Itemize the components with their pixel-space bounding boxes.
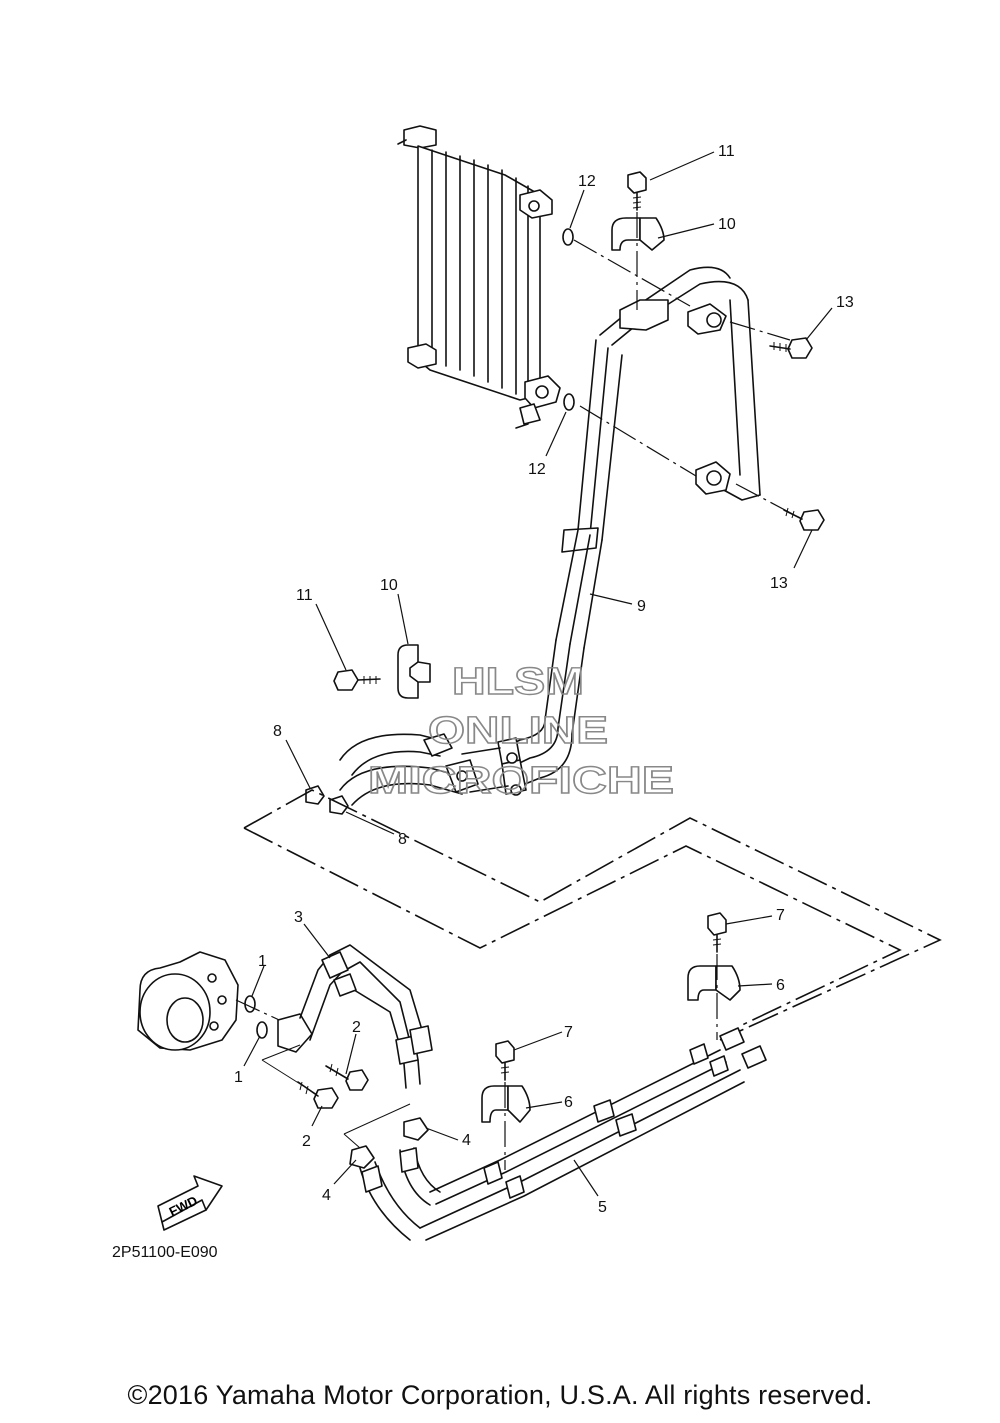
alignment-line xyxy=(579,405,697,477)
oil-cooler xyxy=(397,125,561,429)
part-labels: 12 11 10 13 12 13 9 11 10 8 8 3 7 1 6 2 xyxy=(234,143,854,1216)
hose-clamp xyxy=(349,1145,375,1169)
oil-hose-upper xyxy=(339,733,509,806)
bolt xyxy=(707,912,727,953)
o-ring xyxy=(562,228,574,246)
part-label-7: 7 xyxy=(564,1024,573,1041)
part-label-12: 12 xyxy=(578,173,596,190)
clamp xyxy=(687,965,741,1001)
clamp xyxy=(611,217,665,251)
part-label-5: 5 xyxy=(598,1199,607,1216)
alignment-line xyxy=(261,1059,317,1095)
watermark-line-2: ONLINE xyxy=(428,710,608,752)
o-ring xyxy=(244,995,256,1013)
part-label-11: 11 xyxy=(296,587,313,604)
part-label-2: 2 xyxy=(302,1133,311,1150)
bolt xyxy=(783,507,825,531)
part-label-4: 4 xyxy=(322,1187,331,1204)
connector-frame xyxy=(243,789,942,1041)
o-ring xyxy=(563,393,575,411)
hose-clamp xyxy=(403,1117,429,1141)
alignment-line xyxy=(343,1133,361,1149)
diagram-code: 2P51100-E090 xyxy=(112,1244,218,1261)
bolt xyxy=(627,171,647,211)
oil-pipe-front xyxy=(277,944,433,1089)
part-label-9: 9 xyxy=(637,598,646,615)
part-label-6: 6 xyxy=(776,977,785,994)
watermark: HLSM ONLINE MICROFICHE xyxy=(367,660,674,802)
forward-direction-arrow: FWD xyxy=(157,1175,223,1231)
part-label-1: 1 xyxy=(234,1069,243,1086)
oil-cooler-pipe xyxy=(497,266,761,796)
bolt xyxy=(325,1063,369,1091)
alignment-line xyxy=(573,239,691,307)
part-label-10: 10 xyxy=(718,216,736,233)
alignment-line xyxy=(729,321,791,341)
part-label-8: 8 xyxy=(273,723,282,740)
watermark-line-1: HLSM xyxy=(452,661,584,703)
watermark-line-3: MICROFICHE xyxy=(368,760,674,802)
part-label-13: 13 xyxy=(770,575,788,592)
copyright-notice: ©2016 Yamaha Motor Corporation, U.S.A. A… xyxy=(127,1380,873,1410)
part-label-13: 13 xyxy=(836,294,854,311)
part-label-10: 10 xyxy=(380,577,398,594)
o-ring xyxy=(256,1021,268,1039)
alignment-line xyxy=(261,1044,301,1061)
part-label-3: 3 xyxy=(294,909,303,926)
part-label-2: 2 xyxy=(352,1019,361,1036)
alignment-line xyxy=(343,1103,411,1135)
part-label-12: 12 xyxy=(528,461,546,478)
part-label-8: 8 xyxy=(398,831,407,848)
part-label-1: 1 xyxy=(258,953,267,970)
bolt xyxy=(495,1040,515,1081)
clamp xyxy=(481,1085,531,1123)
oil-pipe-rear xyxy=(359,1027,767,1241)
part-label-11: 11 xyxy=(718,143,735,160)
part-label-7: 7 xyxy=(776,907,785,924)
part-label-6: 6 xyxy=(564,1094,573,1111)
clamp xyxy=(397,644,431,699)
bolt xyxy=(769,337,813,359)
connector-frame xyxy=(243,827,902,1027)
bolt xyxy=(333,669,381,691)
engine-oil-filter-housing xyxy=(137,951,239,1051)
part-label-4: 4 xyxy=(462,1132,471,1149)
